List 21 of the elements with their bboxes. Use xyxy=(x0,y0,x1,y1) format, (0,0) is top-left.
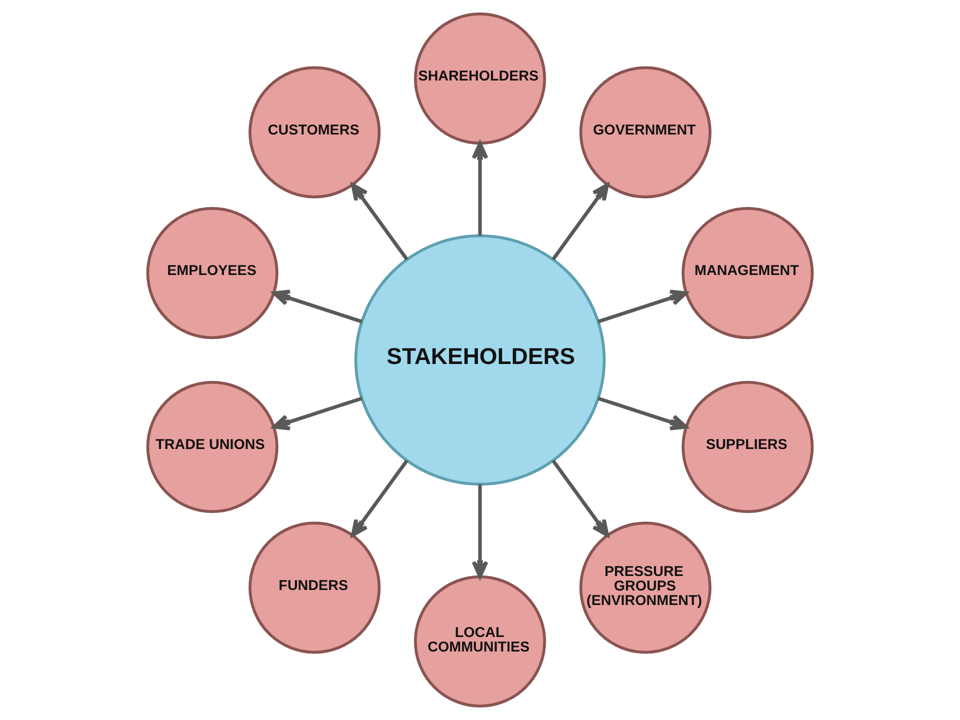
node-circle: EMPLOYEES xyxy=(146,207,278,340)
node-circle: MANAGEMENT xyxy=(682,207,814,340)
node-circle: TRADE UNIONS xyxy=(146,380,278,513)
arrow xyxy=(272,290,362,324)
node-circle: SHAREHOLDERS xyxy=(414,12,546,145)
arrow xyxy=(552,183,610,261)
node-circle: GOVERNMENT xyxy=(579,66,712,198)
node-circle: PRESSURE GROUPS (ENVIRONMENT) xyxy=(579,522,712,654)
arrow xyxy=(552,459,610,537)
arrow xyxy=(350,183,408,261)
arrow xyxy=(472,142,488,236)
arrow xyxy=(598,396,688,430)
node-circle: FUNDERS xyxy=(248,522,381,654)
arrow xyxy=(350,459,408,537)
arrow xyxy=(472,484,488,578)
node-circle: CUSTOMERS xyxy=(248,66,381,198)
arrow xyxy=(272,396,362,430)
arrow xyxy=(598,290,688,324)
node-circle: STAKEHOLDERS xyxy=(354,234,606,486)
node-circle: SUPPLIERS xyxy=(682,380,814,513)
node-circle: LOCAL COMMUNITIES xyxy=(414,575,546,708)
